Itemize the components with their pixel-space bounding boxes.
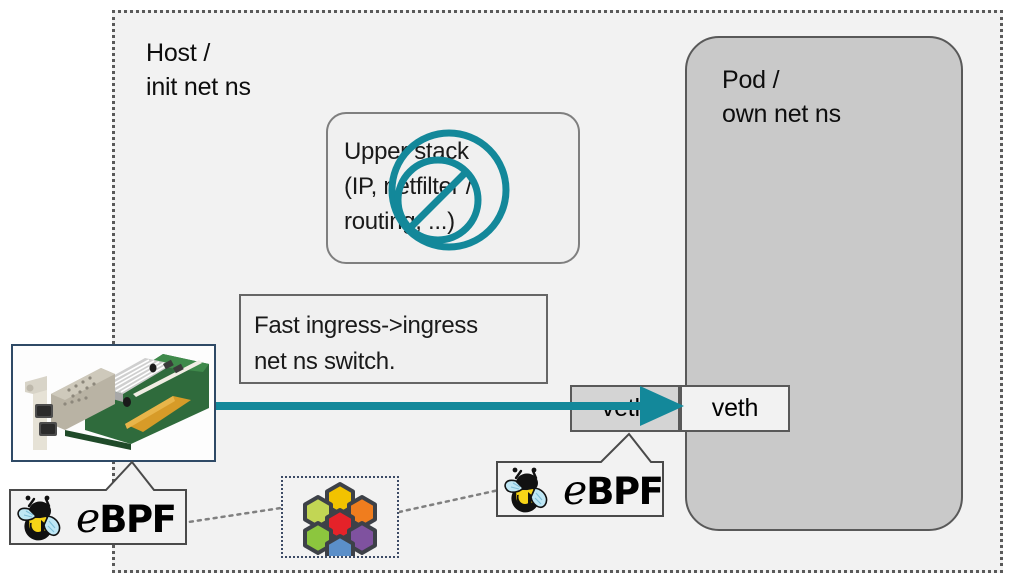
fast-ingress-note-label: Fast ingress->ingress net ns switch. (254, 312, 478, 375)
ebpf-wordmark-e: e (563, 465, 587, 514)
ebpf-bee-icon (16, 495, 74, 541)
ebpf-wordmark-bpf: BPF (586, 469, 664, 513)
ebpf-logo-veth: eBPF (503, 466, 664, 514)
cilium-hexagon-cluster-box[interactable] (281, 476, 399, 568)
cilium-hexagon-logo-icon (303, 482, 377, 568)
ebpf-callout-nic[interactable]: eBPF (8, 460, 188, 546)
ebpf-wordmark: eBPF (76, 497, 177, 541)
hexagon-bottom (325, 534, 355, 568)
pod-box-label: Pod / own net ns (722, 66, 841, 128)
host-region-label: Host / init net ns (146, 39, 251, 101)
hexagon-lower-right (347, 521, 377, 555)
ebpf-wordmark: eBPF (563, 469, 664, 513)
fast-ingress-note-box (239, 294, 548, 384)
ebpf-wordmark-e: e (76, 493, 100, 542)
veth-host-box[interactable]: veth (570, 385, 680, 432)
veth-pod-box[interactable]: veth (680, 385, 790, 432)
hexagon-lower-left (303, 521, 333, 555)
ebpf-callout-veth[interactable]: eBPF (495, 432, 665, 518)
upper-stack-label: Upper stack (IP, netfilter / routing, ..… (344, 138, 473, 235)
ebpf-wordmark-bpf: BPF (99, 497, 177, 541)
network-interface-card-image (11, 344, 216, 462)
ebpf-bee-icon (503, 467, 561, 513)
ebpf-logo-nic: eBPF (16, 494, 180, 542)
pod-net-namespace-box (685, 36, 963, 531)
